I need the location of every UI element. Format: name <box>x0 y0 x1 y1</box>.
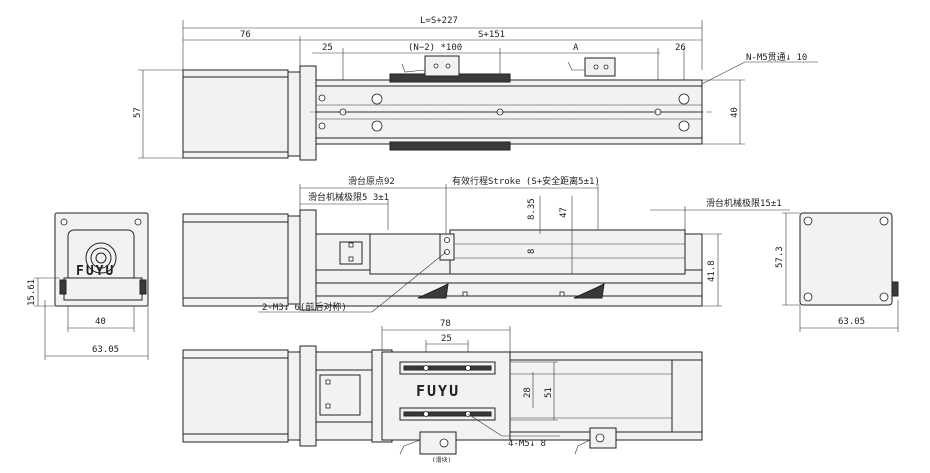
label-mech-limit-left: 滑台机械极限5 3±1 <box>308 191 389 203</box>
sensor-left <box>424 55 460 77</box>
slider-side <box>369 233 451 275</box>
top-view: L=S+227 76 S+151 25 (N−2) *100 A 26 N-M5… <box>133 16 818 161</box>
left-end-view: FUYU 15.61 40 63.05 <box>27 212 149 360</box>
dim-hole-pitch: (N−2) *100 <box>408 43 462 53</box>
dim-right-offset: 26 <box>675 43 686 53</box>
dim-57-3: 57.3 <box>775 246 785 268</box>
brand-fuyu-left: FUYU <box>76 264 115 279</box>
label-origin: 滑台原点92 <box>348 175 395 187</box>
dim-63-05-right: 63.05 <box>838 317 865 327</box>
dim-left-offset: 25 <box>322 43 333 53</box>
dim-28: 28 <box>523 387 533 398</box>
dim-78: 78 <box>440 319 451 329</box>
bottom-view: 78 25 FUYU <box>182 319 703 464</box>
label-effective-stroke: 有效行程Stroke (S+安全距离5±1) <box>452 175 600 187</box>
dim-8: 8 <box>527 249 537 254</box>
brand-fuyu-bottom: FUYU <box>416 382 460 400</box>
callout-m3-holes: 2-M3↓ 6(前后对称) <box>262 301 347 313</box>
dim-stroke-plus: S+151 <box>478 30 505 40</box>
dim-pitch-a: A <box>573 43 579 53</box>
sensor-right <box>584 57 616 77</box>
dim-height-57: 57 <box>133 107 143 118</box>
dim-51: 51 <box>544 387 554 398</box>
side-view: 滑台原点92 有效行程Stroke (S+安全距离5±1) 滑台机械极限5 3±… <box>182 175 790 313</box>
callout-mount-holes: N-M5贯通↓ 10 <box>746 52 807 63</box>
dim-41-8: 41.8 <box>707 260 717 282</box>
dim-40-left: 40 <box>95 317 106 327</box>
dim-total-length: L=S+227 <box>420 16 458 26</box>
dim-25: 25 <box>441 334 452 344</box>
motor-bottom <box>182 349 289 443</box>
note-small: (滑块) <box>432 456 451 464</box>
motor-top <box>182 69 289 159</box>
motor-side <box>182 213 289 307</box>
callout-m5-holes: 4-M5↓ 8 <box>508 439 546 449</box>
dim-63-05-left: 63.05 <box>92 345 119 355</box>
right-end-view: 57.3 63.05 <box>775 212 899 332</box>
dim-8-35: 8.35 <box>527 198 537 220</box>
dim-motor-length: 76 <box>240 30 251 40</box>
dim-47: 47 <box>559 207 569 218</box>
label-mech-limit-right: 滑台机械极限15±1 <box>706 197 782 209</box>
dim-15-61: 15.61 <box>27 279 37 306</box>
rail-side <box>315 269 703 307</box>
dim-width-40: 40 <box>730 107 740 118</box>
motor-end-view-icon <box>799 212 893 306</box>
